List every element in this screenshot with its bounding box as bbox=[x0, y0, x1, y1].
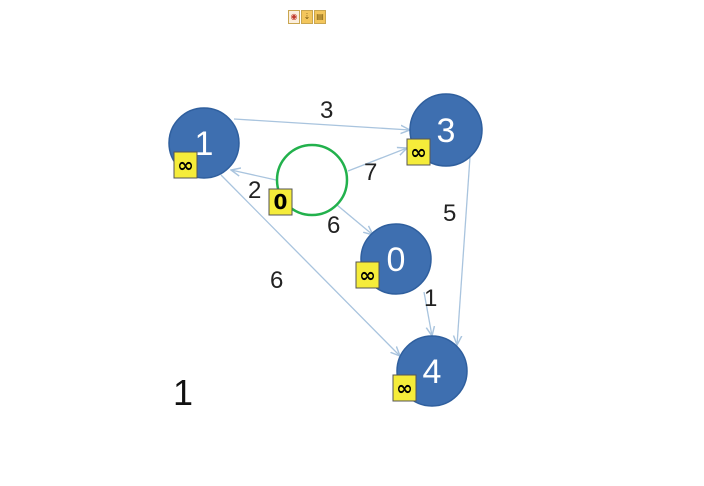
node-2: 20 bbox=[268, 143, 349, 217]
node-label-1: 1 bbox=[195, 125, 214, 163]
node-4: 4∞ bbox=[392, 335, 468, 407]
edge-2-3 bbox=[347, 148, 407, 172]
edge-0-4 bbox=[423, 291, 432, 336]
edge-1-3 bbox=[233, 118, 410, 130]
pointer-icon[interactable]: ⇣ bbox=[301, 10, 313, 24]
edge-weight-1-3: 3 bbox=[320, 97, 333, 124]
edge-weight-2-0: 6 bbox=[327, 212, 340, 239]
slide-toolbar: ◉ ⇣ ▤ bbox=[288, 10, 328, 24]
edge-weight-1-4: 6 bbox=[270, 267, 283, 294]
distance-box-0 bbox=[355, 261, 380, 289]
node-1: 1∞ bbox=[168, 107, 240, 179]
node-label-3: 3 bbox=[437, 112, 456, 150]
distance-box-3 bbox=[406, 138, 431, 166]
distance-box-2 bbox=[268, 188, 293, 216]
edge-weight-0-4: 1 bbox=[424, 285, 437, 312]
distance-value-2: 0 bbox=[274, 190, 288, 214]
edge-weight-3-4: 5 bbox=[443, 200, 456, 227]
edge-2-0 bbox=[336, 204, 373, 235]
slide-icon[interactable]: ◉ bbox=[288, 10, 300, 24]
distance-value-0: ∞ bbox=[359, 263, 376, 287]
edge-weight-2-3: 7 bbox=[364, 159, 377, 186]
edge-1-4 bbox=[220, 174, 400, 356]
node-label-2: 2 bbox=[303, 162, 322, 200]
edge-weight-2-1: 2 bbox=[248, 177, 261, 204]
nodes-layer: 1∞3∞200∞4∞ bbox=[168, 93, 483, 407]
node-0: 0∞ bbox=[355, 223, 432, 295]
distance-box-4 bbox=[392, 374, 417, 402]
distance-value-4: ∞ bbox=[396, 376, 413, 400]
distance-value-1: ∞ bbox=[177, 153, 194, 177]
edge-2-1 bbox=[231, 170, 277, 181]
step-counter: 1 bbox=[173, 372, 193, 413]
node-circle-2 bbox=[275, 143, 349, 217]
distance-box-1 bbox=[173, 151, 198, 179]
menu-icon[interactable]: ▤ bbox=[314, 10, 326, 24]
edge-3-4 bbox=[457, 156, 471, 345]
node-label-0: 0 bbox=[387, 241, 406, 279]
node-3: 3∞ bbox=[406, 93, 483, 167]
node-label-4: 4 bbox=[423, 353, 442, 391]
distance-value-3: ∞ bbox=[410, 140, 427, 164]
